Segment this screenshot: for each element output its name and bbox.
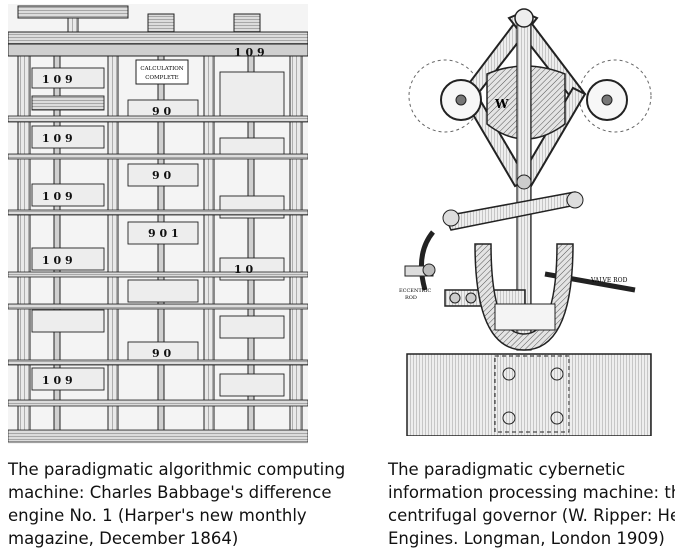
caption-line: information processing machine: the <box>388 483 675 502</box>
wheel-digits: 1 0 9 <box>42 374 73 387</box>
wheel-digits: 9 0 <box>152 347 171 360</box>
weight-letter: W <box>494 97 509 111</box>
centrifugal-governor-engraving: W VALVE ROD ECCENTRIC ROD <box>395 4 655 437</box>
eccentric-rod-label-2: ROD <box>405 295 417 301</box>
wheel-digits: 1 0 9 <box>42 190 73 203</box>
centrifugal-governor-caption: The paradigmatic cybernetic information … <box>388 458 675 550</box>
wheel-digits: 9 0 <box>152 105 171 118</box>
caption-line: centrifugal governor (W. Ripper: Heat <box>388 506 675 525</box>
difference-engine-engraving: CALCULATION COMPLETE 1 0 9 1 0 9 9 0 1 0… <box>7 4 309 444</box>
wheel-digits: 1 0 9 <box>234 46 265 59</box>
wheel-digits: 9 0 <box>152 169 171 182</box>
calculation-plate-line-2: COMPLETE <box>145 75 178 81</box>
wheel-digits: 1 0 9 <box>42 132 73 145</box>
caption-line: magazine, December 1864) <box>8 529 239 548</box>
wheel-digits: 9 0 1 <box>148 227 179 240</box>
difference-engine-drawing: CALCULATION COMPLETE 1 0 9 1 0 9 9 0 1 0… <box>7 4 309 444</box>
caption-line: machine: Charles Babbage's difference <box>8 483 332 502</box>
wheel-digits: 1 0 9 <box>42 254 73 267</box>
caption-line: Engines. Longman, London 1909) <box>388 529 665 548</box>
centrifugal-governor-drawing: W VALVE ROD ECCENTRIC ROD <box>399 8 652 437</box>
calculation-plate-line-1: CALCULATION <box>140 66 183 72</box>
caption-line: The paradigmatic cybernetic <box>388 460 626 479</box>
caption-line: engine No. 1 (Harper's new monthly <box>8 506 307 525</box>
caption-line: The paradigmatic algorithmic computing <box>8 460 346 479</box>
difference-engine-caption: The paradigmatic algorithmic computing m… <box>8 458 346 550</box>
wheel-digits: 1 0 <box>234 263 253 276</box>
wheel-digits: 1 0 9 <box>42 73 73 86</box>
eccentric-rod-label-1: ECCENTRIC <box>399 288 431 294</box>
valve-rod-label: VALVE ROD <box>590 277 628 284</box>
